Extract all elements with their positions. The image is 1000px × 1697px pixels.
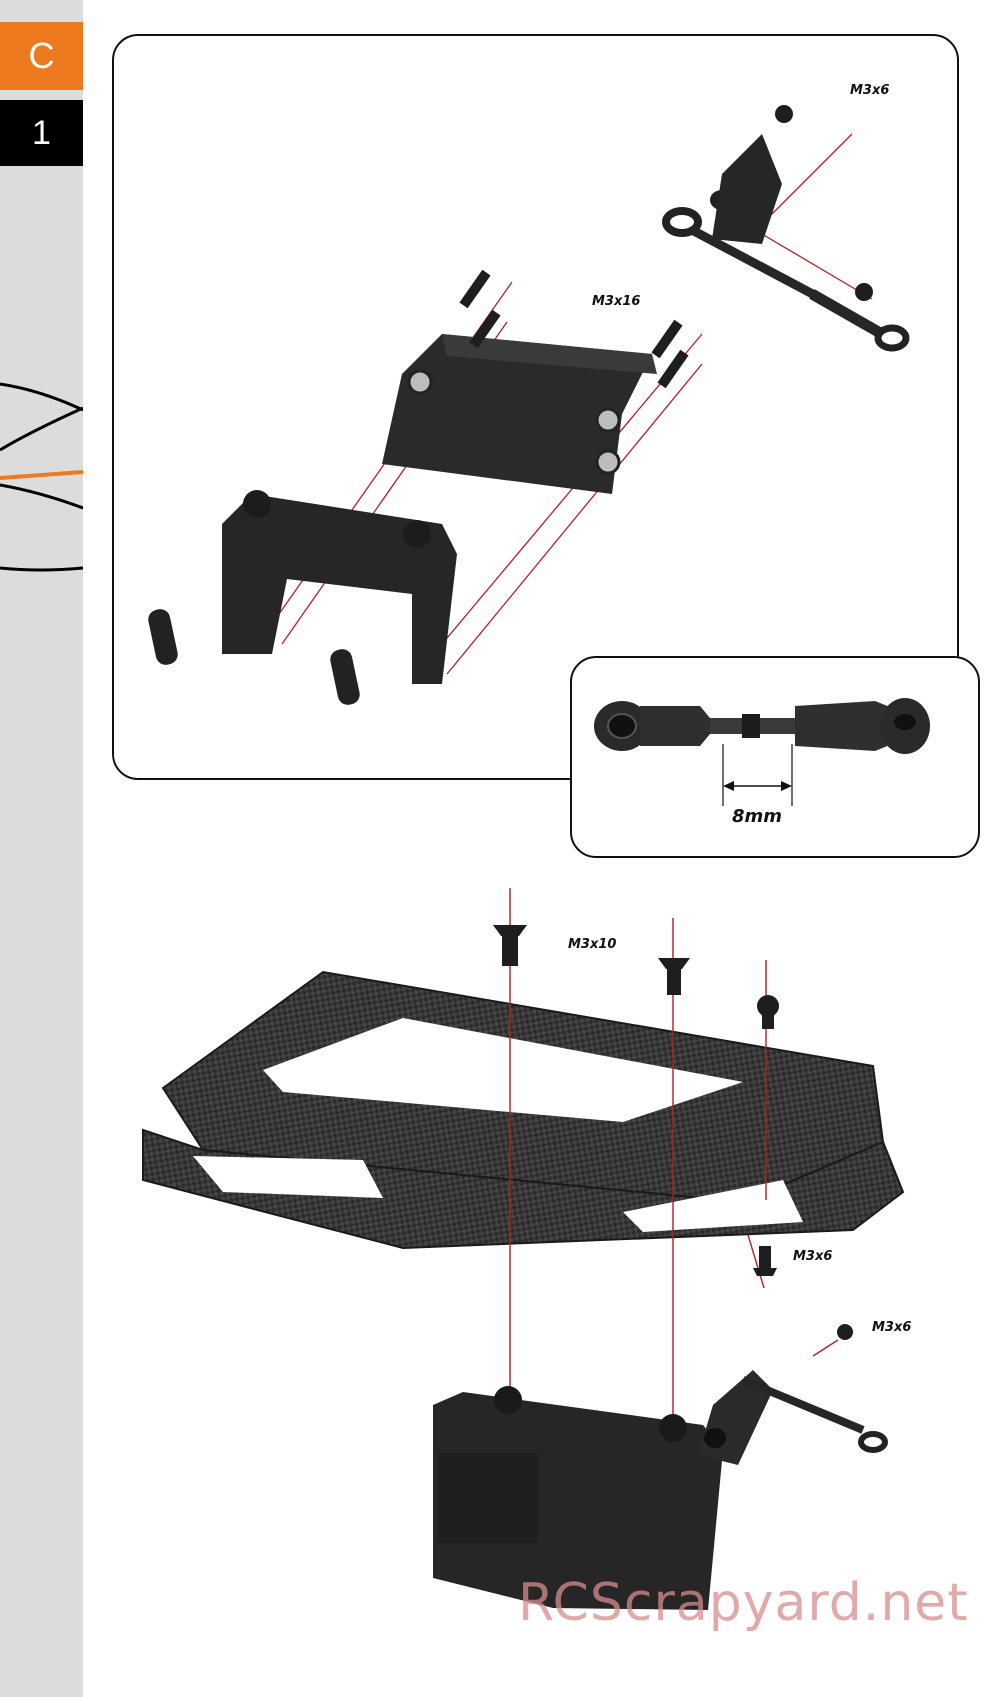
ball-screw-label: M3x6 (793, 1249, 833, 1264)
link-length-dimension: 8mm (732, 806, 783, 827)
servo-arm-screw-label: M3x6 (872, 1320, 912, 1335)
sidebar-decoration (0, 382, 83, 572)
section-tab: C (0, 22, 83, 90)
step-tab: 1 (0, 100, 83, 166)
top-plate-illustration (142, 888, 905, 1610)
link-length-detail (570, 656, 980, 858)
servo-screw-label: M3x16 (592, 294, 641, 309)
arm-screw-label: M3x6 (850, 83, 890, 98)
watermark: RCScrapyard.net (518, 1573, 969, 1633)
link-detail-illustration (594, 698, 930, 806)
servo-mount-illustration (148, 105, 910, 705)
sidebar: C 1 (0, 0, 83, 1697)
plate-screw-label: M3x10 (568, 937, 617, 952)
